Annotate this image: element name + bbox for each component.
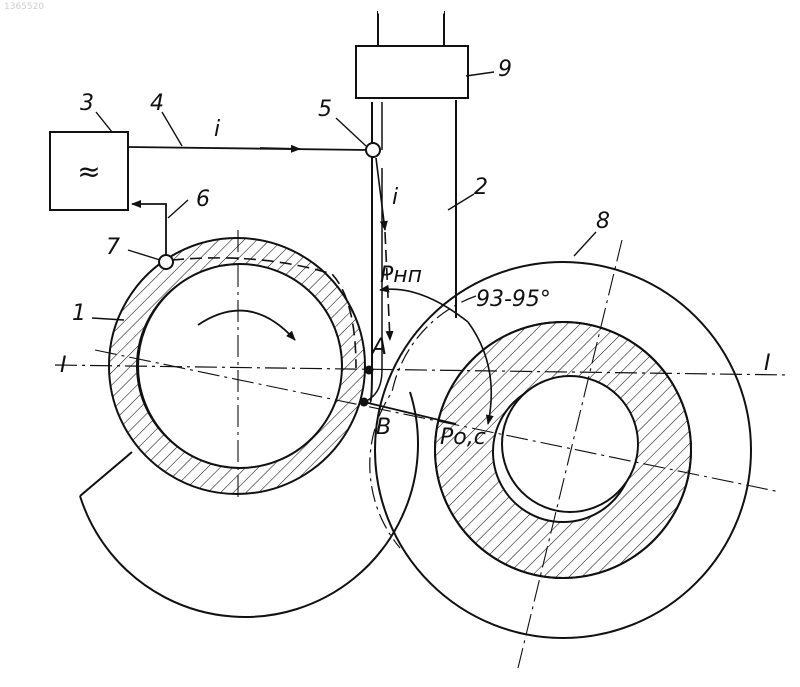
wire-6 [132, 204, 166, 260]
contact-5 [366, 143, 380, 157]
label-5: 5 [318, 97, 332, 122]
leader-8 [574, 232, 596, 256]
leader-6 [168, 200, 188, 218]
label-current-side: i [392, 185, 398, 210]
holder-9 [356, 46, 468, 98]
label-axis-left: I [60, 353, 67, 378]
label-6: 6 [196, 187, 210, 212]
wire-4 [128, 147, 368, 150]
label-force-os: Pо,с [440, 425, 486, 450]
label-current-top: i [214, 117, 220, 142]
label-point-a: A [370, 335, 387, 360]
leader-4 [162, 112, 182, 146]
contact-7 [159, 255, 173, 269]
point-b-dot [360, 398, 369, 407]
label-axis-right: I [764, 351, 771, 376]
leader-3 [96, 112, 112, 132]
label-2: 2 [474, 175, 488, 200]
leader-9 [466, 72, 494, 76]
label-7: 7 [106, 235, 120, 260]
label-3: 3 [80, 91, 94, 116]
point-a-dot [365, 366, 374, 375]
leader-7 [128, 250, 160, 260]
wheel-1-disc-edge [80, 452, 132, 496]
label-force-np: Pнп [380, 263, 422, 288]
holder-top-stem [378, 12, 444, 46]
current-arrow-top [260, 148, 300, 149]
label-point-b: B [376, 415, 391, 440]
wheel-8-bore [502, 376, 638, 512]
ac-symbol: ≈ [77, 155, 100, 188]
label-9: 9 [498, 57, 512, 82]
label-1: 1 [72, 301, 86, 326]
label-8: 8 [596, 209, 610, 234]
leader-5 [336, 118, 366, 146]
leader-2 [448, 194, 474, 210]
watermark-text: 1365520 [4, 2, 44, 12]
label-4: 4 [150, 91, 164, 116]
current-arrow-down [376, 158, 385, 230]
label-angle: 93-95° [476, 287, 551, 312]
